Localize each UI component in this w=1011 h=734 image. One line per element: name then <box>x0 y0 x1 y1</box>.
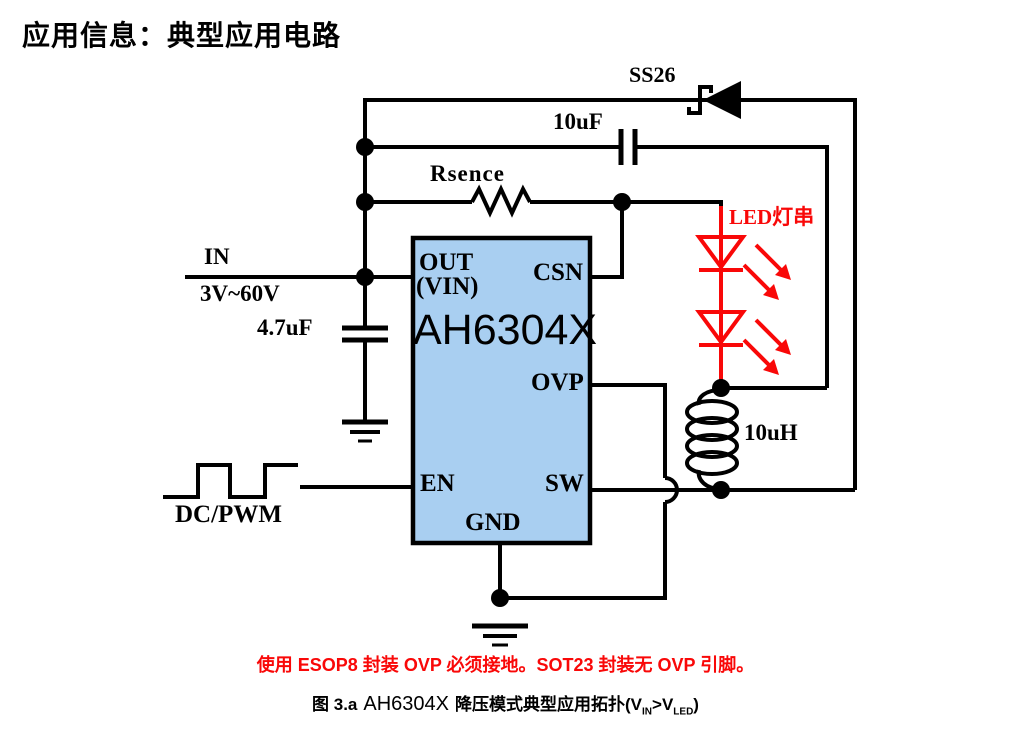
top-capacitor-symbol <box>618 129 638 165</box>
sense-resistor-label: Rsence <box>430 161 505 186</box>
pwm-source-label: DC/PWM <box>175 501 282 528</box>
pin-gnd-label: GND <box>465 509 521 536</box>
figure-number: 图 3.a <box>312 695 358 714</box>
schottky-diode-label: SS26 <box>629 62 676 87</box>
schottky-diode-symbol <box>687 81 741 119</box>
pin-sw-label: SW <box>545 470 584 497</box>
junction-dots <box>356 138 730 607</box>
caption-end-text: ) <box>693 695 699 714</box>
caption-desc-text: 降压模式典型应用拓扑(V <box>455 695 643 714</box>
main-ground-icon <box>472 623 528 647</box>
ic-body <box>410 235 593 546</box>
top-capacitor-label: 10uF <box>553 109 603 134</box>
inductor-symbol <box>685 388 739 491</box>
input-label: IN <box>204 244 230 269</box>
ic-part-number: AH6304X <box>413 306 598 354</box>
pin-out-label: OUT <box>419 249 474 276</box>
caption-sub-in: IN <box>642 706 653 718</box>
led-string-symbol <box>695 206 791 386</box>
inductor-label: 10uH <box>744 420 798 445</box>
ovp-warning-note: 使用 ESOP8 封装 OVP 必须接地。SOT23 封装无 OVP 引脚。 <box>256 655 755 675</box>
wires <box>185 98 857 600</box>
pwm-waveform-icon <box>163 463 298 499</box>
caption-description: 降压模式典型应用拓扑(VIN>VLED) <box>455 690 699 717</box>
led-emission-arrows <box>742 243 791 375</box>
led-string-label: LED灯串 <box>729 205 815 229</box>
sense-resistor-symbol <box>470 184 532 218</box>
caption-mid-text: >V <box>652 695 674 714</box>
input-ground-icon <box>342 419 388 443</box>
pin-out-sub-label: (VIN) <box>416 273 479 300</box>
input-capacitor-label: 4.7uF <box>257 315 313 340</box>
pin-csn-label: CSN <box>533 259 584 286</box>
caption-sub-led: LED <box>673 706 694 718</box>
caption-part-number: AH6304X <box>363 693 450 715</box>
pin-en-label: EN <box>420 470 455 497</box>
input-capacitor-symbol <box>342 325 388 343</box>
page-title: 应用信息：典型应用电路 <box>22 20 342 51</box>
pin-ovp-label: OVP <box>531 369 584 396</box>
figure-caption: 图 3.a AH6304X 降压模式典型应用拓扑(VIN>VLED) <box>0 690 1011 717</box>
input-voltage-range: 3V~60V <box>200 281 280 306</box>
